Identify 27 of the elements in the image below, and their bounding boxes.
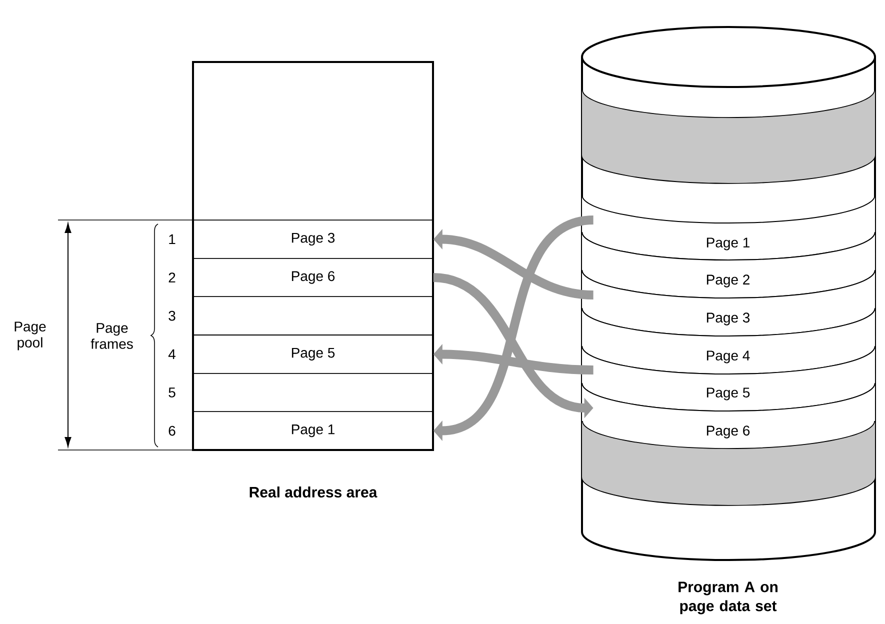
frame-number: 4: [168, 349, 176, 360]
node-label: Page 5: [706, 388, 750, 400]
node-label: Page 1: [706, 238, 750, 250]
node-label: Page 4: [706, 350, 750, 364]
frame-number: 5: [168, 388, 176, 398]
label: Page pool: [14, 322, 46, 350]
page-frame: Page 3: [192, 220, 434, 259]
frame-number: 3: [168, 310, 176, 321]
memory-box: [192, 61, 434, 451]
node-label: Page 2: [706, 274, 750, 288]
frame-number: 6: [168, 426, 176, 436]
page-frame: [192, 372, 434, 412]
node-label: Page 3: [706, 312, 750, 326]
label: Page frames: [90, 323, 133, 349]
node-label: Program A on page data set: [678, 582, 778, 614]
shaded-band: [582, 90, 875, 183]
page-band: Page 1: [582, 194, 876, 260]
node-label: Real address area: [250, 486, 378, 498]
shaded-band: [582, 421, 875, 505]
disk-cylinder: [581, 26, 876, 561]
frame-number: 1: [169, 234, 176, 244]
page-frame: Page 1: [192, 411, 434, 450]
page-frame: Page 6: [192, 258, 434, 298]
frame-number: 2: [168, 272, 176, 282]
page-frame: [192, 296, 434, 336]
node-label: Page 6: [706, 426, 750, 438]
page-frame: Page 5: [192, 334, 434, 374]
